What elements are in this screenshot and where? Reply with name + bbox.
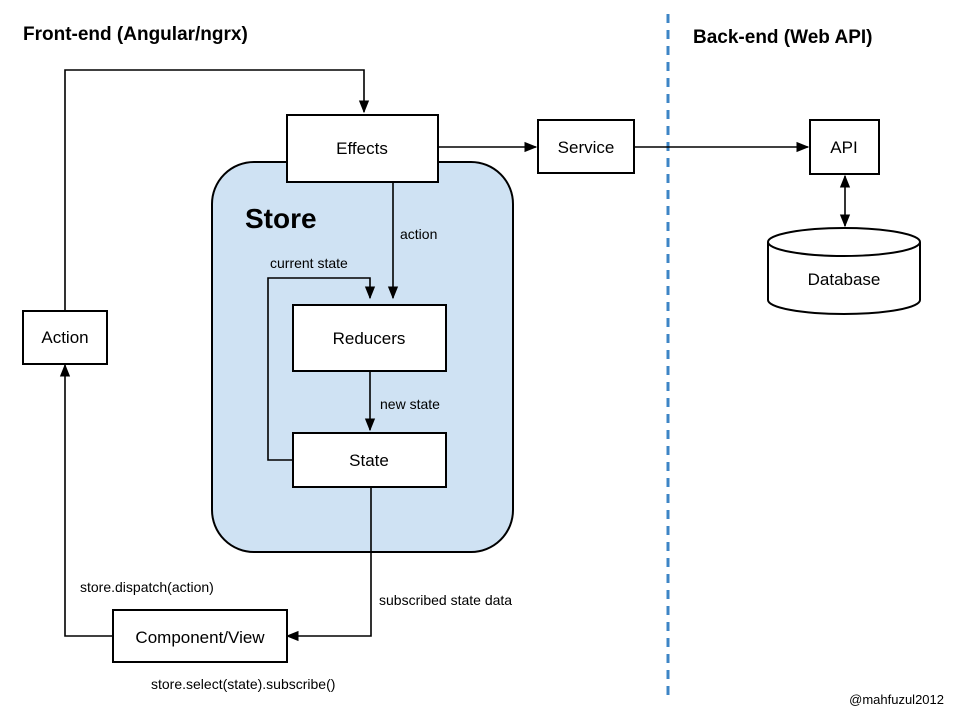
subscribed-state-edge-label: subscribed state data [379,592,512,608]
current-state-edge-label: current state [270,255,348,271]
api-label: API [830,138,857,157]
effects-label: Effects [336,139,388,158]
action-edge-label: action [400,226,437,242]
state-node: State [292,432,447,488]
current-state-connector [267,277,376,461]
backend-title: Back-end (Web API) [693,27,872,48]
state-to-component-connector [285,487,372,642]
store-label: Store [245,203,317,234]
api-node: API [809,119,880,175]
reducers-label: Reducers [333,329,406,348]
service-label: Service [558,138,615,157]
component-view-node: Component/View [112,609,288,663]
database-label: Database [808,270,881,289]
state-label: State [349,451,389,470]
action-label: Action [41,328,88,347]
reducers-node: Reducers [292,304,447,372]
effects-node: Effects [286,114,439,183]
action-to-effects-connector [64,69,370,310]
select-subscribe-edge-label: store.select(state).subscribe() [151,676,335,692]
frontend-title: Front-end (Angular/ngrx) [23,24,248,45]
database-node: Database [767,227,921,315]
dispatch-edge-label: store.dispatch(action) [80,579,214,595]
service-node: Service [537,119,635,174]
component-view-label: Component/View [135,628,265,647]
new-state-edge-label: new state [380,396,440,412]
component-to-action-connector [59,363,113,637]
author-credit: @mahfuzul2012 [849,692,944,707]
action-node: Action [22,310,108,365]
